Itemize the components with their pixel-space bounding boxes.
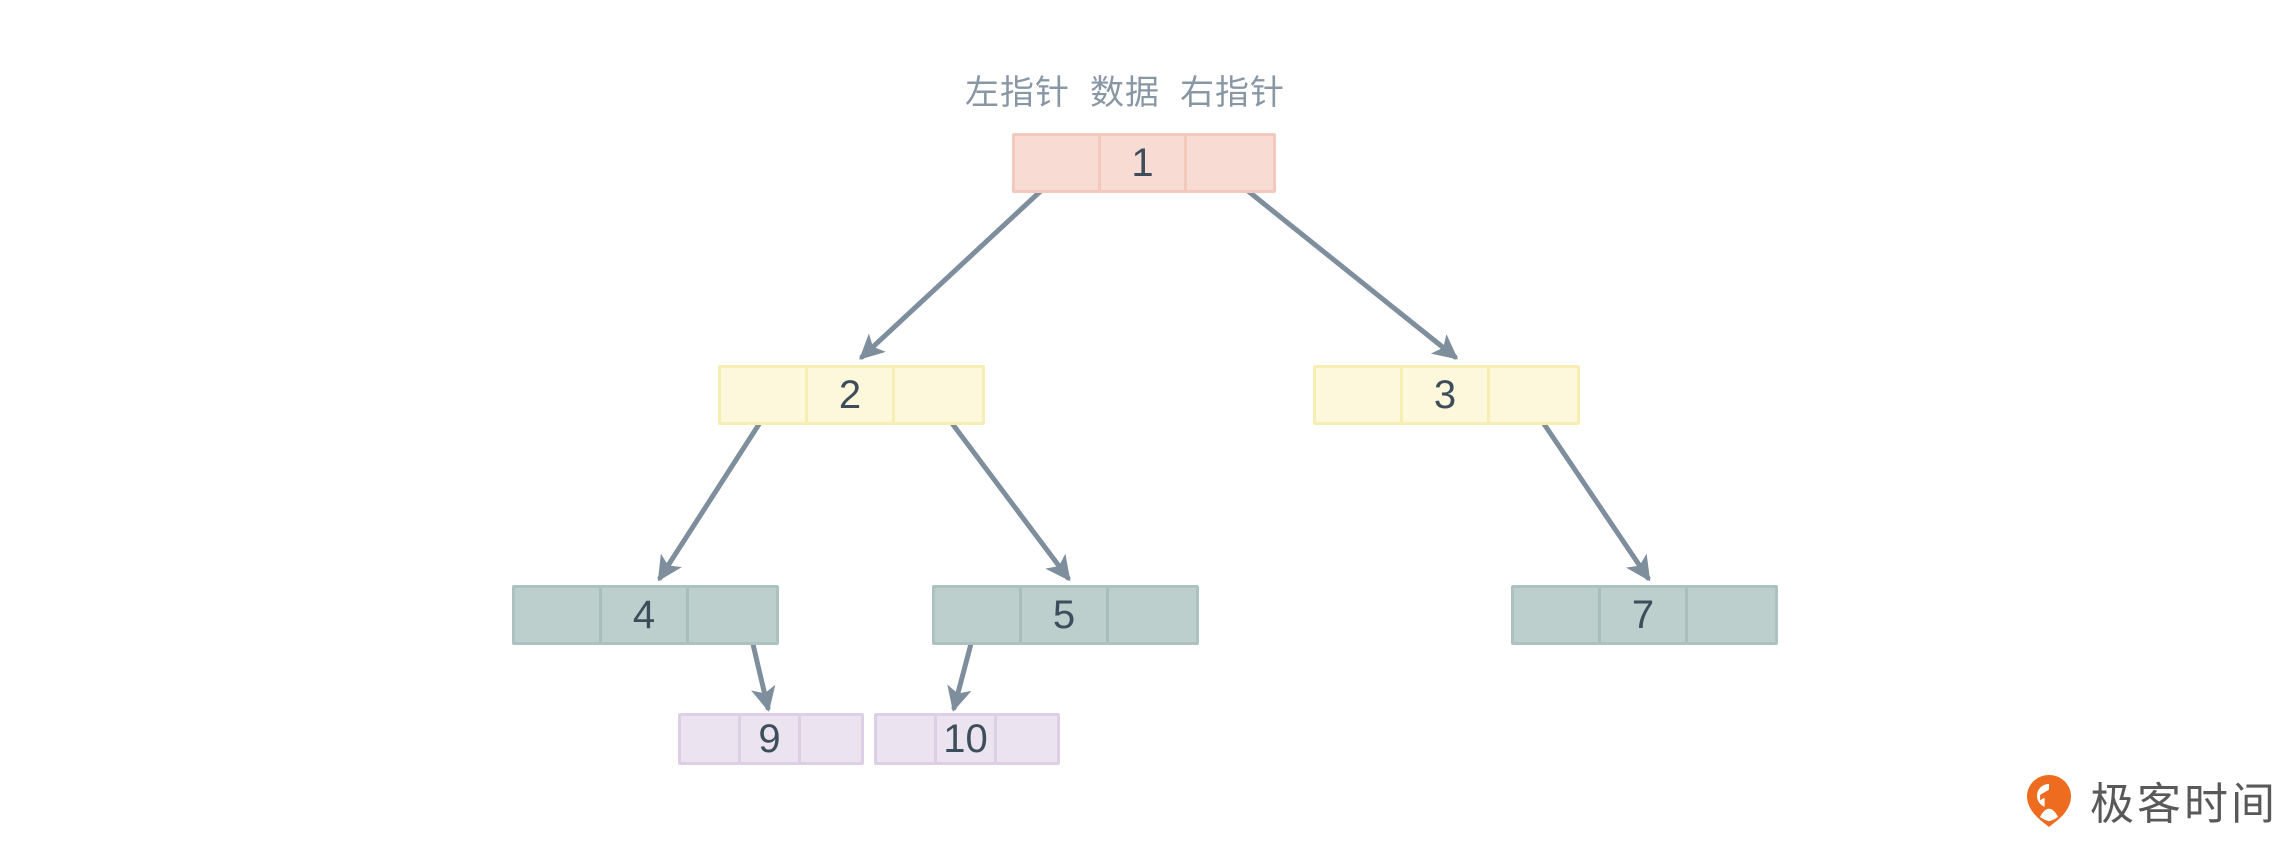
geektime-logo-icon [2022,773,2076,827]
watermark: 极客时间 [2022,768,2278,832]
node-4-left-pointer-cell [515,588,602,642]
node-5-data-cell: 5 [1022,588,1109,642]
edge-n5-to-n10 [947,637,975,712]
node-9-data-cell: 9 [741,716,801,762]
tree-node-9: 9 [678,713,864,765]
node-5-right-pointer-cell [1109,588,1196,642]
watermark-text: 极客时间 [2090,780,2278,829]
node-2-left-pointer-cell [721,368,808,422]
edge-n3-to-n7 [1537,415,1651,582]
node-1-right-pointer-cell [1187,136,1273,190]
node-4-right-pointer-cell [689,588,776,642]
node-3-data-cell: 3 [1403,368,1490,422]
node-7-data-cell: 7 [1601,588,1688,642]
tree-node-5: 5 [932,585,1199,645]
tree-node-1: 1 [1012,133,1276,193]
node-9-right-pointer-cell [801,716,861,762]
node-10-data-cell: 10 [937,716,997,762]
edge-n2-to-n4 [657,415,766,582]
edge-n1-to-n3 [1240,184,1459,360]
column-headers: 左指针 数据 右指针 [955,65,1295,114]
node-3-right-pointer-cell [1490,368,1577,422]
node-9-left-pointer-cell [681,716,741,762]
node-1-left-pointer-cell [1015,136,1101,190]
header-right-pointer: 右指针 [1180,74,1285,112]
node-1-data-cell: 1 [1101,136,1187,190]
tree-node-7: 7 [1511,585,1778,645]
node-7-right-pointer-cell [1688,588,1775,642]
tree-node-10: 10 [874,713,1060,765]
header-data: 数据 [1090,74,1160,112]
edge-n1-to-n2 [859,184,1048,360]
node-7-left-pointer-cell [1514,588,1601,642]
tree-node-2: 2 [718,365,985,425]
edge-n4-to-n9 [749,637,776,712]
header-left-pointer: 左指针 [965,74,1070,112]
edge-n2-to-n5 [945,415,1071,582]
node-4-data-cell: 4 [602,588,689,642]
node-10-left-pointer-cell [877,716,937,762]
tree-node-4: 4 [512,585,779,645]
node-2-right-pointer-cell [895,368,982,422]
node-2-data-cell: 2 [808,368,895,422]
node-3-left-pointer-cell [1316,368,1403,422]
tree-node-3: 3 [1313,365,1580,425]
node-5-left-pointer-cell [935,588,1022,642]
node-10-right-pointer-cell [997,716,1057,762]
